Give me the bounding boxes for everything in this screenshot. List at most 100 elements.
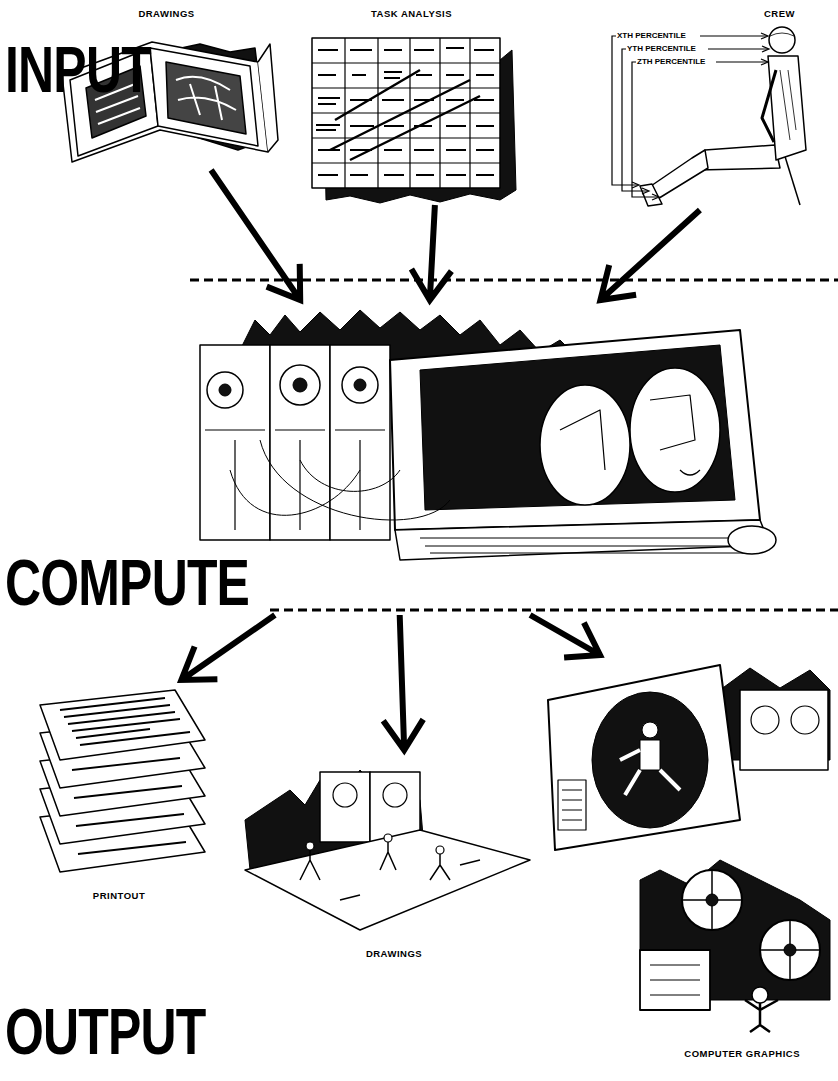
section-heading: INPUT bbox=[5, 38, 151, 102]
percentile-label: ZTH PERCENTILE bbox=[636, 57, 706, 67]
percentile-bracket-part bbox=[632, 182, 639, 188]
graphics-terminal-part bbox=[740, 690, 828, 770]
drawings-book-part bbox=[176, 77, 236, 120]
computer-console-part bbox=[207, 372, 243, 408]
crew-figure-part bbox=[770, 33, 794, 36]
percentile-bracket-part bbox=[762, 46, 769, 52]
computer-console-part bbox=[630, 368, 720, 492]
graphics-terminal-part bbox=[642, 722, 658, 738]
flow-arrow bbox=[411, 205, 451, 300]
plotter-table-part bbox=[300, 842, 480, 900]
computer-console-part bbox=[354, 379, 366, 391]
graphics-terminal-part bbox=[548, 665, 740, 850]
flow-arrow bbox=[181, 615, 275, 680]
flow-arrow-line bbox=[383, 615, 423, 750]
computer-console-part bbox=[230, 440, 450, 520]
computer-console-part bbox=[540, 385, 630, 505]
computer-console-part bbox=[293, 378, 307, 392]
film-projector-part bbox=[682, 870, 742, 930]
caption: COMPUTER GRAPHICS bbox=[684, 1048, 800, 1060]
plotter-table-part bbox=[383, 783, 407, 807]
percentile-label: XTH PERCENTILE bbox=[616, 31, 687, 41]
percentile-bracket-part bbox=[622, 49, 648, 191]
printout-stack-part bbox=[40, 690, 205, 760]
percentile-bracket-part bbox=[708, 48, 768, 49]
crew-figure-part bbox=[768, 56, 806, 160]
graphics-terminal bbox=[548, 665, 830, 850]
task-analysis-table bbox=[312, 38, 516, 203]
task-analysis-table-part bbox=[312, 38, 500, 188]
computer-console-part bbox=[219, 384, 231, 396]
film-projector-part bbox=[760, 920, 820, 980]
printout-stack bbox=[40, 690, 205, 872]
percentile-bracket-part bbox=[761, 59, 768, 65]
film-projector-part bbox=[745, 1000, 778, 1032]
task-analysis-table-part bbox=[330, 70, 480, 160]
flow-arrow-line bbox=[211, 170, 300, 300]
printout-stack-part bbox=[72, 758, 186, 854]
plotter-table-part bbox=[306, 842, 314, 850]
printout-stack-part bbox=[60, 698, 190, 745]
crew-figure-part bbox=[698, 145, 780, 170]
film-projector-part bbox=[640, 950, 710, 1010]
computer-console-part bbox=[390, 330, 760, 530]
crew-figure-part bbox=[780, 70, 796, 140]
computer-console-part bbox=[420, 538, 755, 553]
graphics-terminal-part bbox=[592, 692, 708, 828]
plotter-table-part bbox=[320, 772, 370, 842]
drawings-book-part bbox=[258, 44, 278, 152]
flow-arrow bbox=[600, 210, 700, 300]
output-printout: PRINTOUT bbox=[15, 680, 223, 902]
graphics-terminal-part bbox=[620, 750, 680, 795]
caption: CREW bbox=[764, 8, 795, 20]
section-divider bbox=[190, 280, 838, 610]
percentile-bracket-part bbox=[642, 188, 649, 194]
plotter-table-part bbox=[384, 834, 392, 842]
percentile-bracket-part bbox=[761, 33, 768, 39]
film-projector-part bbox=[706, 894, 718, 906]
drawings-book-part bbox=[150, 48, 258, 146]
flow-arrow bbox=[530, 615, 600, 658]
computer-console-part bbox=[560, 395, 700, 475]
output-computer-graphics: COMPUTER GRAPHICS bbox=[540, 655, 830, 1060]
flow-arrow bbox=[383, 615, 423, 750]
task-analysis-table-part bbox=[316, 48, 494, 175]
graphics-terminal-part bbox=[558, 780, 586, 830]
crew-figure-part bbox=[769, 27, 795, 53]
flow-arrow-line bbox=[600, 210, 700, 300]
percentile-bracket-part bbox=[632, 62, 658, 197]
computer-console-part bbox=[280, 365, 320, 405]
computer-console-part bbox=[420, 345, 735, 510]
section-heading: COMPUTE bbox=[5, 551, 249, 615]
flow-arrow bbox=[211, 170, 300, 300]
film-projector-part bbox=[682, 870, 742, 930]
task-analysis-table-part bbox=[312, 38, 500, 188]
section-divider-part bbox=[270, 609, 838, 612]
computer-console-part bbox=[728, 526, 776, 554]
percentile-bracket-part bbox=[716, 61, 767, 62]
graphics-terminal-part bbox=[751, 706, 779, 734]
graphics-terminal-part bbox=[640, 740, 660, 770]
flow-arrow-line bbox=[530, 615, 600, 658]
computer-console-part bbox=[342, 367, 378, 403]
output-drawings: DRAWINGS bbox=[235, 750, 553, 960]
film-projector-part bbox=[760, 920, 820, 980]
plotter-table bbox=[245, 770, 530, 930]
crew-figure-part bbox=[762, 70, 776, 142]
film-projector-part bbox=[784, 944, 796, 956]
computer-node: COMPUTE bbox=[0, 300, 790, 615]
caption: PRINTOUT bbox=[15, 890, 223, 902]
flow-arrow-line bbox=[181, 615, 275, 680]
caption: DRAWINGS bbox=[235, 948, 553, 960]
percentile-bracket bbox=[612, 33, 769, 200]
graphics-terminal-part bbox=[791, 706, 819, 734]
crew-figure-part bbox=[640, 184, 662, 206]
percentile-bracket-part bbox=[612, 36, 638, 185]
caption: TASK ANALYSIS bbox=[300, 8, 523, 20]
percentile-bracket-part bbox=[652, 194, 659, 200]
film-projector-part bbox=[752, 987, 768, 1003]
graphics-terminal-part bbox=[562, 790, 582, 820]
plotter-table-part bbox=[333, 783, 357, 807]
